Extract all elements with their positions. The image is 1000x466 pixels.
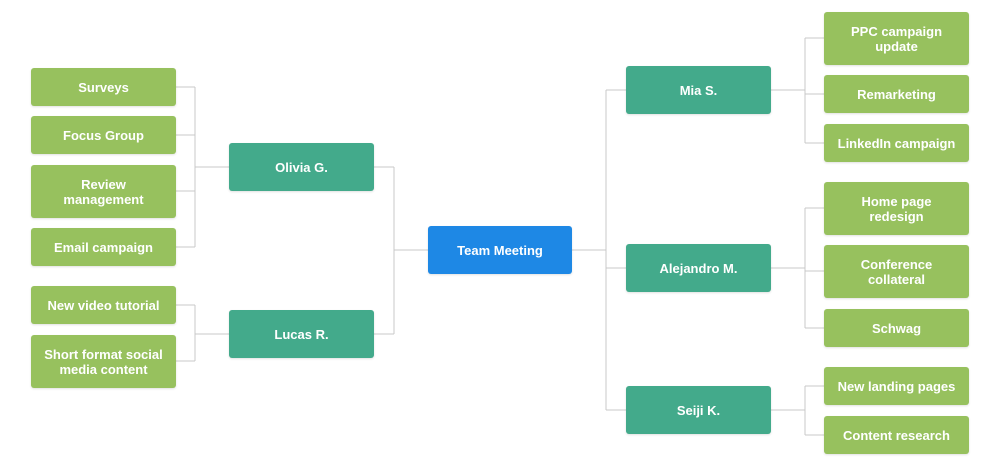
- leaf-node[interactable]: Review management: [31, 165, 176, 218]
- branch-node-mia[interactable]: Mia S.: [626, 66, 771, 114]
- connector-line: [771, 207, 824, 329]
- connector-line: [771, 385, 824, 436]
- connector-line: [176, 86, 229, 248]
- leaf-node[interactable]: Conference collateral: [824, 245, 969, 298]
- leaf-node[interactable]: New landing pages: [824, 367, 969, 405]
- leaf-node[interactable]: Content research: [824, 416, 969, 454]
- leaf-node[interactable]: Home page redesign: [824, 182, 969, 235]
- connector-line: [374, 166, 428, 335]
- connector-line: [572, 89, 626, 411]
- connector-line: [176, 304, 229, 362]
- leaf-node[interactable]: LinkedIn campaign: [824, 124, 969, 162]
- leaf-node[interactable]: Surveys: [31, 68, 176, 106]
- leaf-node[interactable]: Email campaign: [31, 228, 176, 266]
- leaf-node[interactable]: Focus Group: [31, 116, 176, 154]
- leaf-node[interactable]: Remarketing: [824, 75, 969, 113]
- branch-node-olivia[interactable]: Olivia G.: [229, 143, 374, 191]
- branch-node-lucas[interactable]: Lucas R.: [229, 310, 374, 358]
- leaf-node[interactable]: PPC campaign update: [824, 12, 969, 65]
- connector-line: [771, 37, 824, 144]
- leaf-node[interactable]: New video tutorial: [31, 286, 176, 324]
- branch-node-alejandro[interactable]: Alejandro M.: [626, 244, 771, 292]
- branch-node-seiji[interactable]: Seiji K.: [626, 386, 771, 434]
- root-node[interactable]: Team Meeting: [428, 226, 572, 274]
- leaf-node[interactable]: Schwag: [824, 309, 969, 347]
- leaf-node[interactable]: Short format social media content: [31, 335, 176, 388]
